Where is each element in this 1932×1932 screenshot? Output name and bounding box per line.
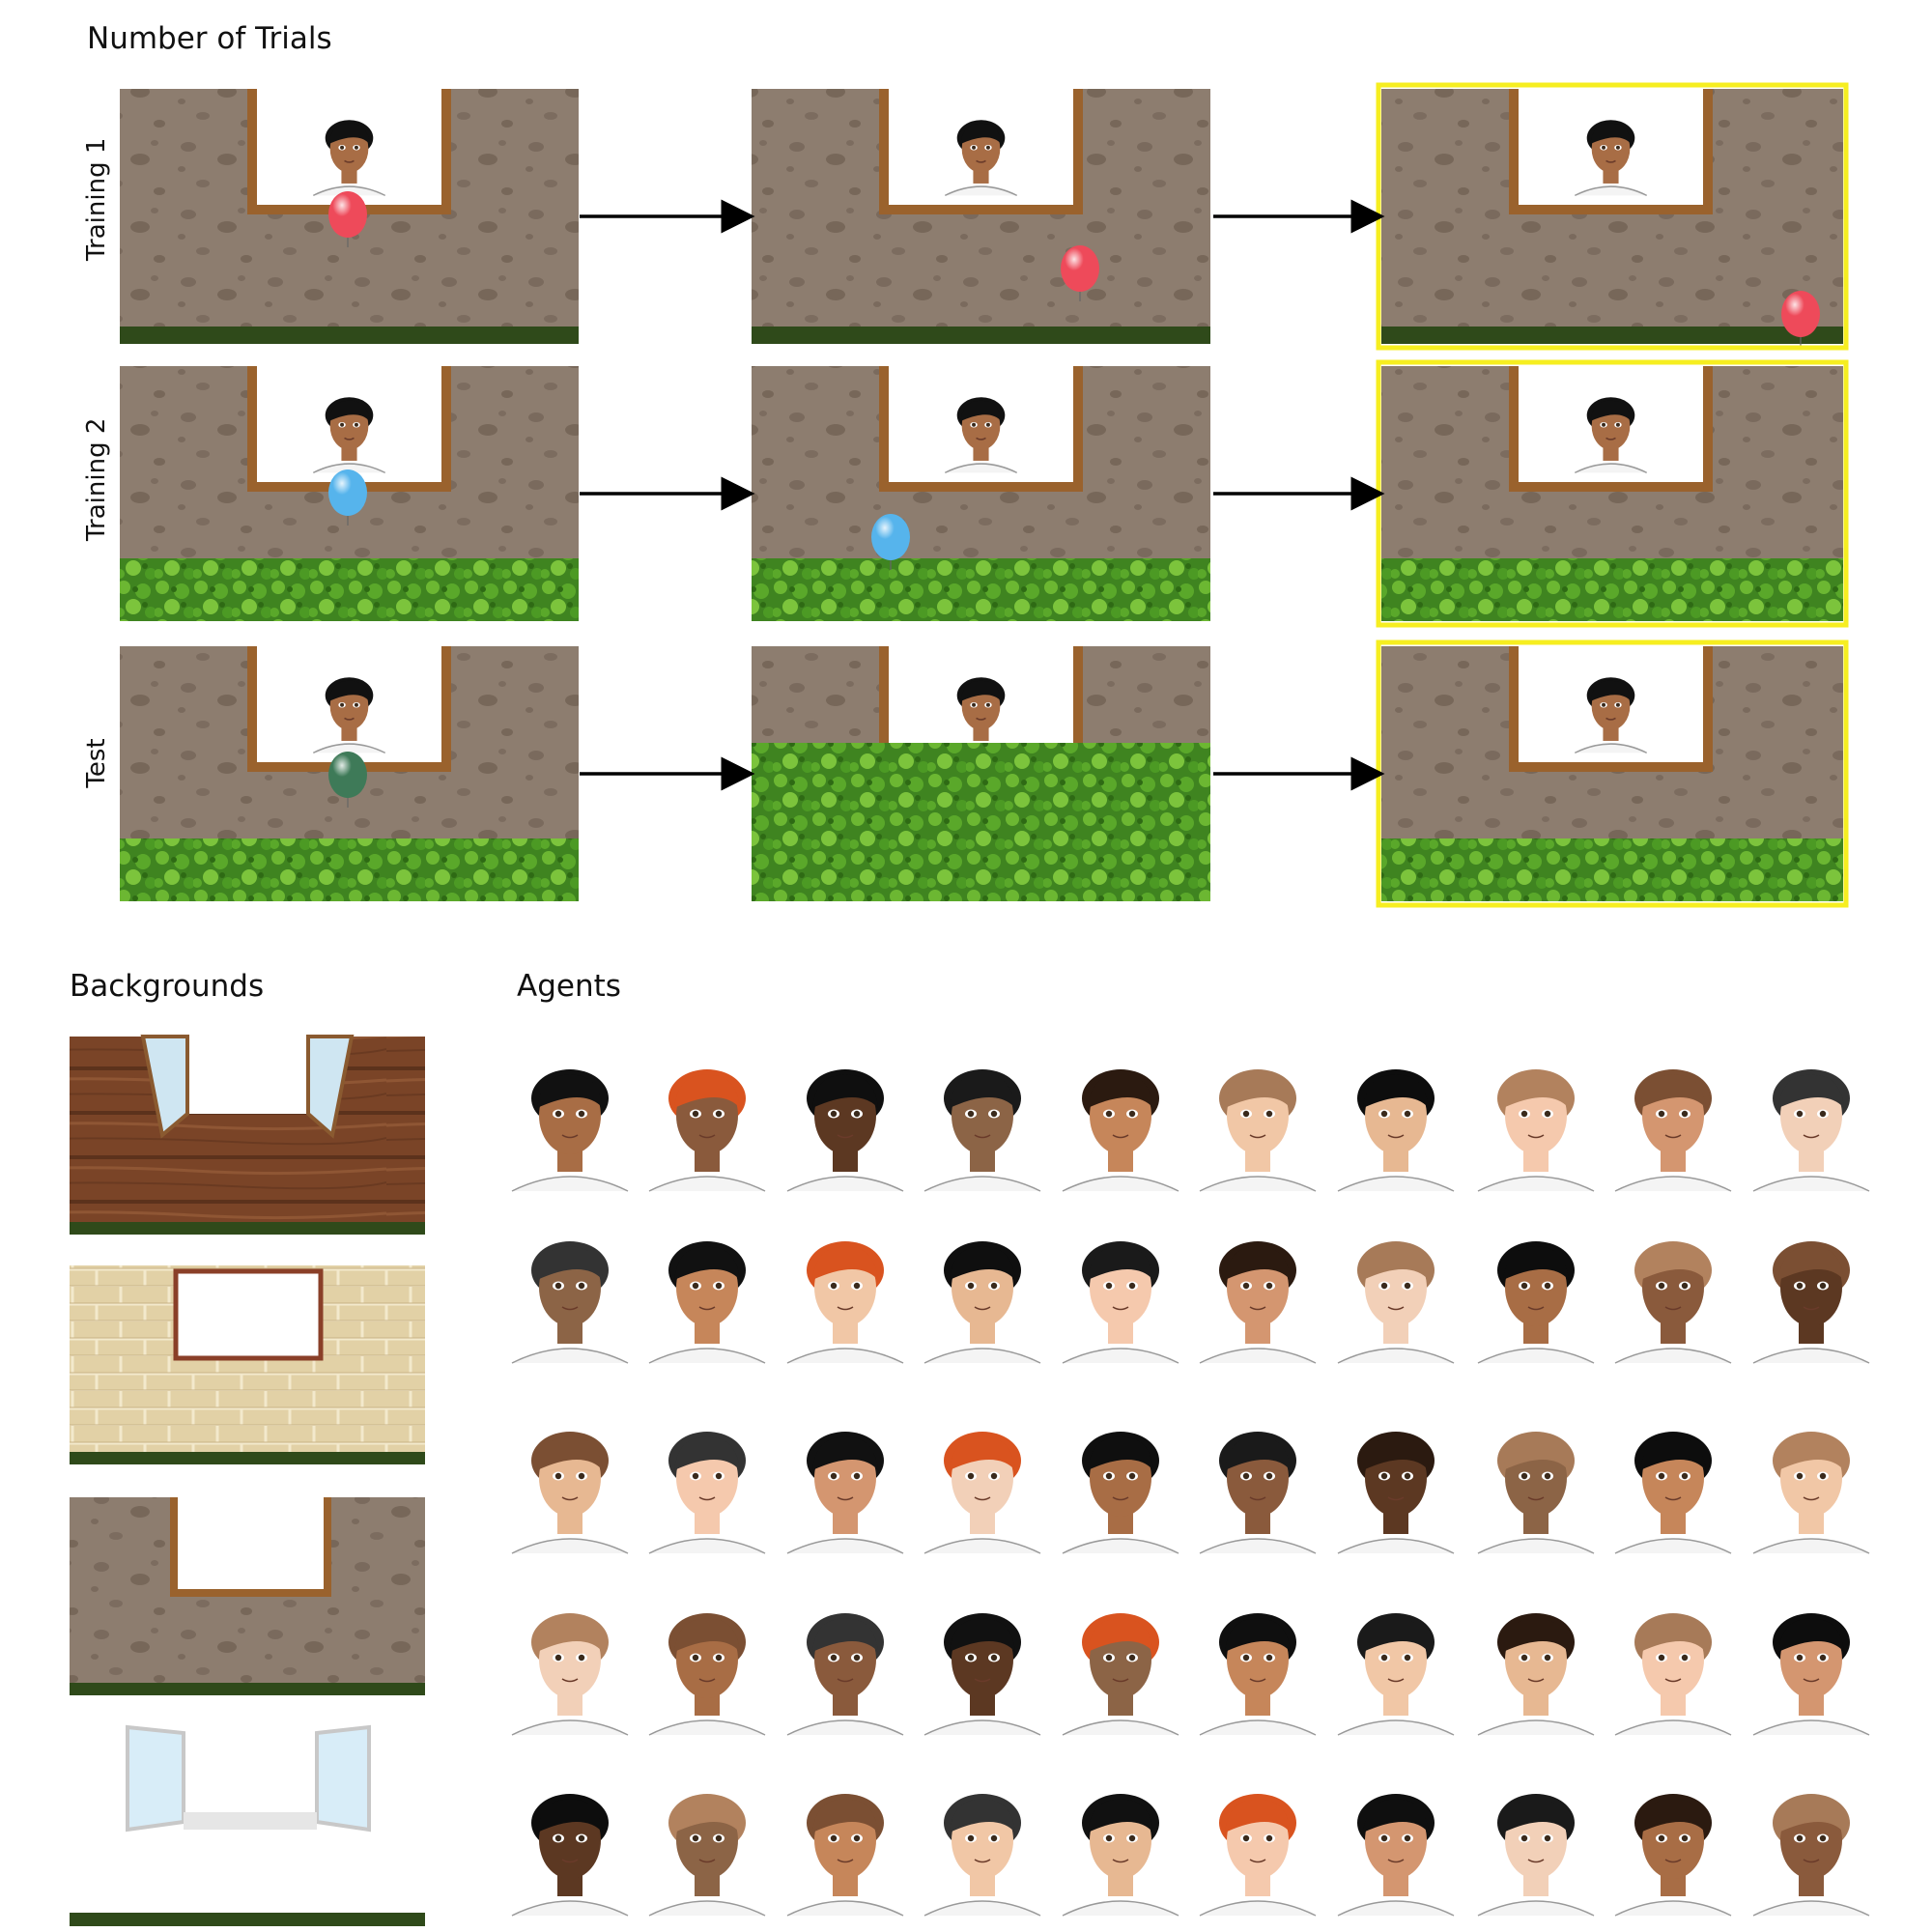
agent-3-7 [1337, 1432, 1455, 1554]
scene-agent-face [944, 120, 1018, 197]
agent-2-8 [1477, 1241, 1595, 1364]
background-wood-cabin [70, 1035, 425, 1235]
scene-agent-face [312, 120, 386, 197]
scene-3-3 [1376, 639, 1849, 908]
agent-1-8 [1477, 1069, 1595, 1192]
scene-agent-face [1574, 397, 1648, 474]
agent-1-2 [648, 1069, 766, 1192]
balloon [1781, 291, 1820, 347]
balloon [328, 191, 367, 247]
agent-5-3 [786, 1794, 904, 1917]
agent-1-5 [1062, 1069, 1179, 1192]
scene-3-2 [752, 646, 1210, 901]
agent-4-8 [1477, 1613, 1595, 1736]
agent-1-3 [786, 1069, 904, 1192]
scene-agent-face [1574, 120, 1648, 197]
scene-1-2 [752, 89, 1210, 344]
agent-5-6 [1199, 1794, 1317, 1917]
agent-4-4 [923, 1613, 1041, 1736]
agent-2-2 [648, 1241, 766, 1364]
agent-5-5 [1062, 1794, 1179, 1917]
agent-2-10 [1752, 1241, 1870, 1364]
trial-scenes [120, 82, 1849, 908]
balloon [328, 469, 367, 526]
agent-5-4 [923, 1794, 1041, 1917]
agent-4-3 [786, 1613, 904, 1736]
background-stone-wall [70, 1497, 425, 1695]
trial-arrows [580, 199, 1385, 791]
agent-3-10 [1752, 1432, 1870, 1554]
agent-4-2 [648, 1613, 766, 1736]
agent-2-6 [1199, 1241, 1317, 1364]
agent-5-9 [1614, 1794, 1732, 1917]
scene-agent-face [1574, 677, 1648, 754]
agents-heading: Agents [517, 969, 621, 1004]
agent-5-10 [1752, 1794, 1870, 1917]
background-white-window [70, 1724, 425, 1926]
agent-2-9 [1614, 1241, 1732, 1364]
agent-2-7 [1337, 1241, 1455, 1364]
agent-2-4 [923, 1241, 1041, 1364]
agent-2-3 [786, 1241, 904, 1364]
scene-1-1 [120, 89, 579, 344]
balloon [1061, 245, 1099, 301]
agent-3-5 [1062, 1432, 1179, 1554]
agent-4-9 [1614, 1613, 1732, 1736]
agent-3-3 [786, 1432, 904, 1554]
agent-4-7 [1337, 1613, 1455, 1736]
background-thumbnails [70, 1035, 425, 1926]
agent-2-1 [511, 1241, 629, 1364]
scene-2-1 [120, 366, 579, 621]
agent-3-1 [511, 1432, 629, 1554]
agent-5-7 [1337, 1794, 1455, 1917]
scene-agent-face [312, 397, 386, 474]
backgrounds-heading: Backgrounds [70, 969, 265, 1004]
agent-1-4 [923, 1069, 1041, 1192]
agent-2-5 [1062, 1241, 1179, 1364]
agent-3-8 [1477, 1432, 1595, 1554]
agent-1-6 [1199, 1069, 1317, 1192]
agent-1-10 [1752, 1069, 1870, 1192]
agent-3-2 [648, 1432, 766, 1554]
agent-1-7 [1337, 1069, 1455, 1192]
agent-3-4 [923, 1432, 1041, 1554]
scene-agent-face [312, 677, 386, 754]
agent-5-8 [1477, 1794, 1595, 1917]
agent-3-9 [1614, 1432, 1732, 1554]
agent-4-1 [511, 1613, 629, 1736]
scene-3-1 [120, 646, 579, 901]
scene-2-3 [1376, 359, 1849, 628]
figure-title: Number of Trials [87, 21, 332, 56]
balloon [328, 752, 367, 808]
agent-5-2 [648, 1794, 766, 1917]
scene-1-3 [1376, 82, 1849, 351]
agent-3-6 [1199, 1432, 1317, 1554]
agent-1-9 [1614, 1069, 1732, 1192]
agent-4-6 [1199, 1613, 1317, 1736]
agent-4-5 [1062, 1613, 1179, 1736]
balloon [871, 514, 910, 570]
scene-agent-face [944, 397, 1018, 474]
agent-1-1 [511, 1069, 629, 1192]
scene-2-2 [752, 366, 1210, 621]
background-brick-wall [70, 1265, 425, 1464]
agent-4-10 [1752, 1613, 1870, 1736]
agent-5-1 [511, 1794, 629, 1917]
agent-grid [511, 1069, 1870, 1917]
